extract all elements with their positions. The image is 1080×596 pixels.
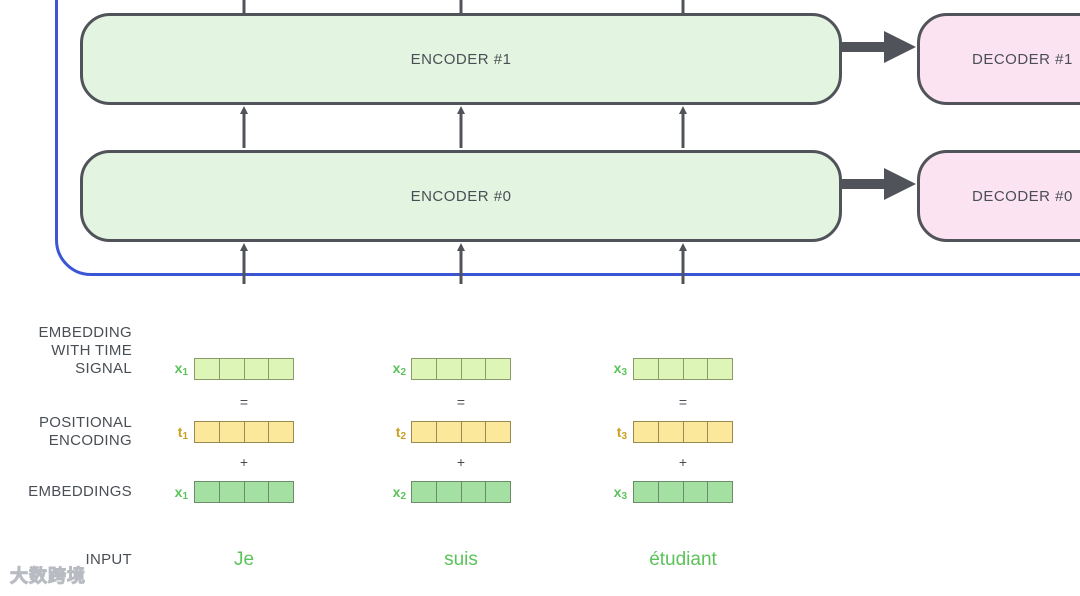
input-word-2: suis xyxy=(444,549,478,570)
decoder-0-box: DECODER #0 xyxy=(917,150,1080,242)
embedding-vector-3 xyxy=(633,481,733,503)
signal-var-1: x1 xyxy=(174,360,188,378)
positional-vector-1 xyxy=(194,421,294,443)
signal-vector-2 xyxy=(411,358,511,380)
encoder-1-box: ENCODER #1 xyxy=(80,13,842,105)
arrow-encoder0-to-decoder0 xyxy=(842,168,916,200)
positional-vector-2 xyxy=(411,421,511,443)
positional-var-2: t2 xyxy=(395,424,406,442)
positional-var-3: t3 xyxy=(616,424,627,442)
signal-vector-3 xyxy=(633,358,733,380)
decoder-1-label: DECODER #1 xyxy=(972,50,1073,68)
embedding-vector-1 xyxy=(194,481,294,503)
plus-sign-2: + xyxy=(456,454,466,470)
encoder-1-label: ENCODER #1 xyxy=(410,50,512,68)
decoder-0-label: DECODER #0 xyxy=(972,187,1073,205)
equals-sign-3: = xyxy=(678,394,688,410)
embedding-var-2: x2 xyxy=(392,484,406,502)
row-label-signal: EMBEDDING WITH TIME SIGNAL xyxy=(38,324,132,377)
signal-var-3: x3 xyxy=(613,360,627,378)
input-word-3: étudiant xyxy=(649,549,717,570)
equals-sign-1: = xyxy=(239,394,249,410)
embedding-vector-2 xyxy=(411,481,511,503)
arrow-encoder1-to-decoder1 xyxy=(842,31,916,63)
plus-sign-1: + xyxy=(239,454,249,470)
encoder-stack-frame xyxy=(55,0,1080,276)
signal-var-2: x2 xyxy=(392,360,406,378)
encoder-0-box: ENCODER #0 xyxy=(80,150,842,242)
watermark-logo: 大数跨境 xyxy=(10,566,86,587)
positional-var-1: t1 xyxy=(177,424,188,442)
embedding-var-1: x1 xyxy=(174,484,188,502)
equals-sign-2: = xyxy=(456,394,466,410)
plus-sign-3: + xyxy=(678,454,688,470)
input-word-1: Je xyxy=(233,549,255,570)
row-label-positional: POSITIONAL ENCODING xyxy=(38,414,132,449)
positional-vector-3 xyxy=(633,421,733,443)
encoder-0-label: ENCODER #0 xyxy=(410,187,512,205)
row-label-input: INPUT xyxy=(85,551,132,568)
decoder-1-box: DECODER #1 xyxy=(917,13,1080,105)
embedding-var-3: x3 xyxy=(613,484,627,502)
signal-vector-1 xyxy=(194,358,294,380)
row-label-embeddings: EMBEDDINGS xyxy=(28,483,132,500)
